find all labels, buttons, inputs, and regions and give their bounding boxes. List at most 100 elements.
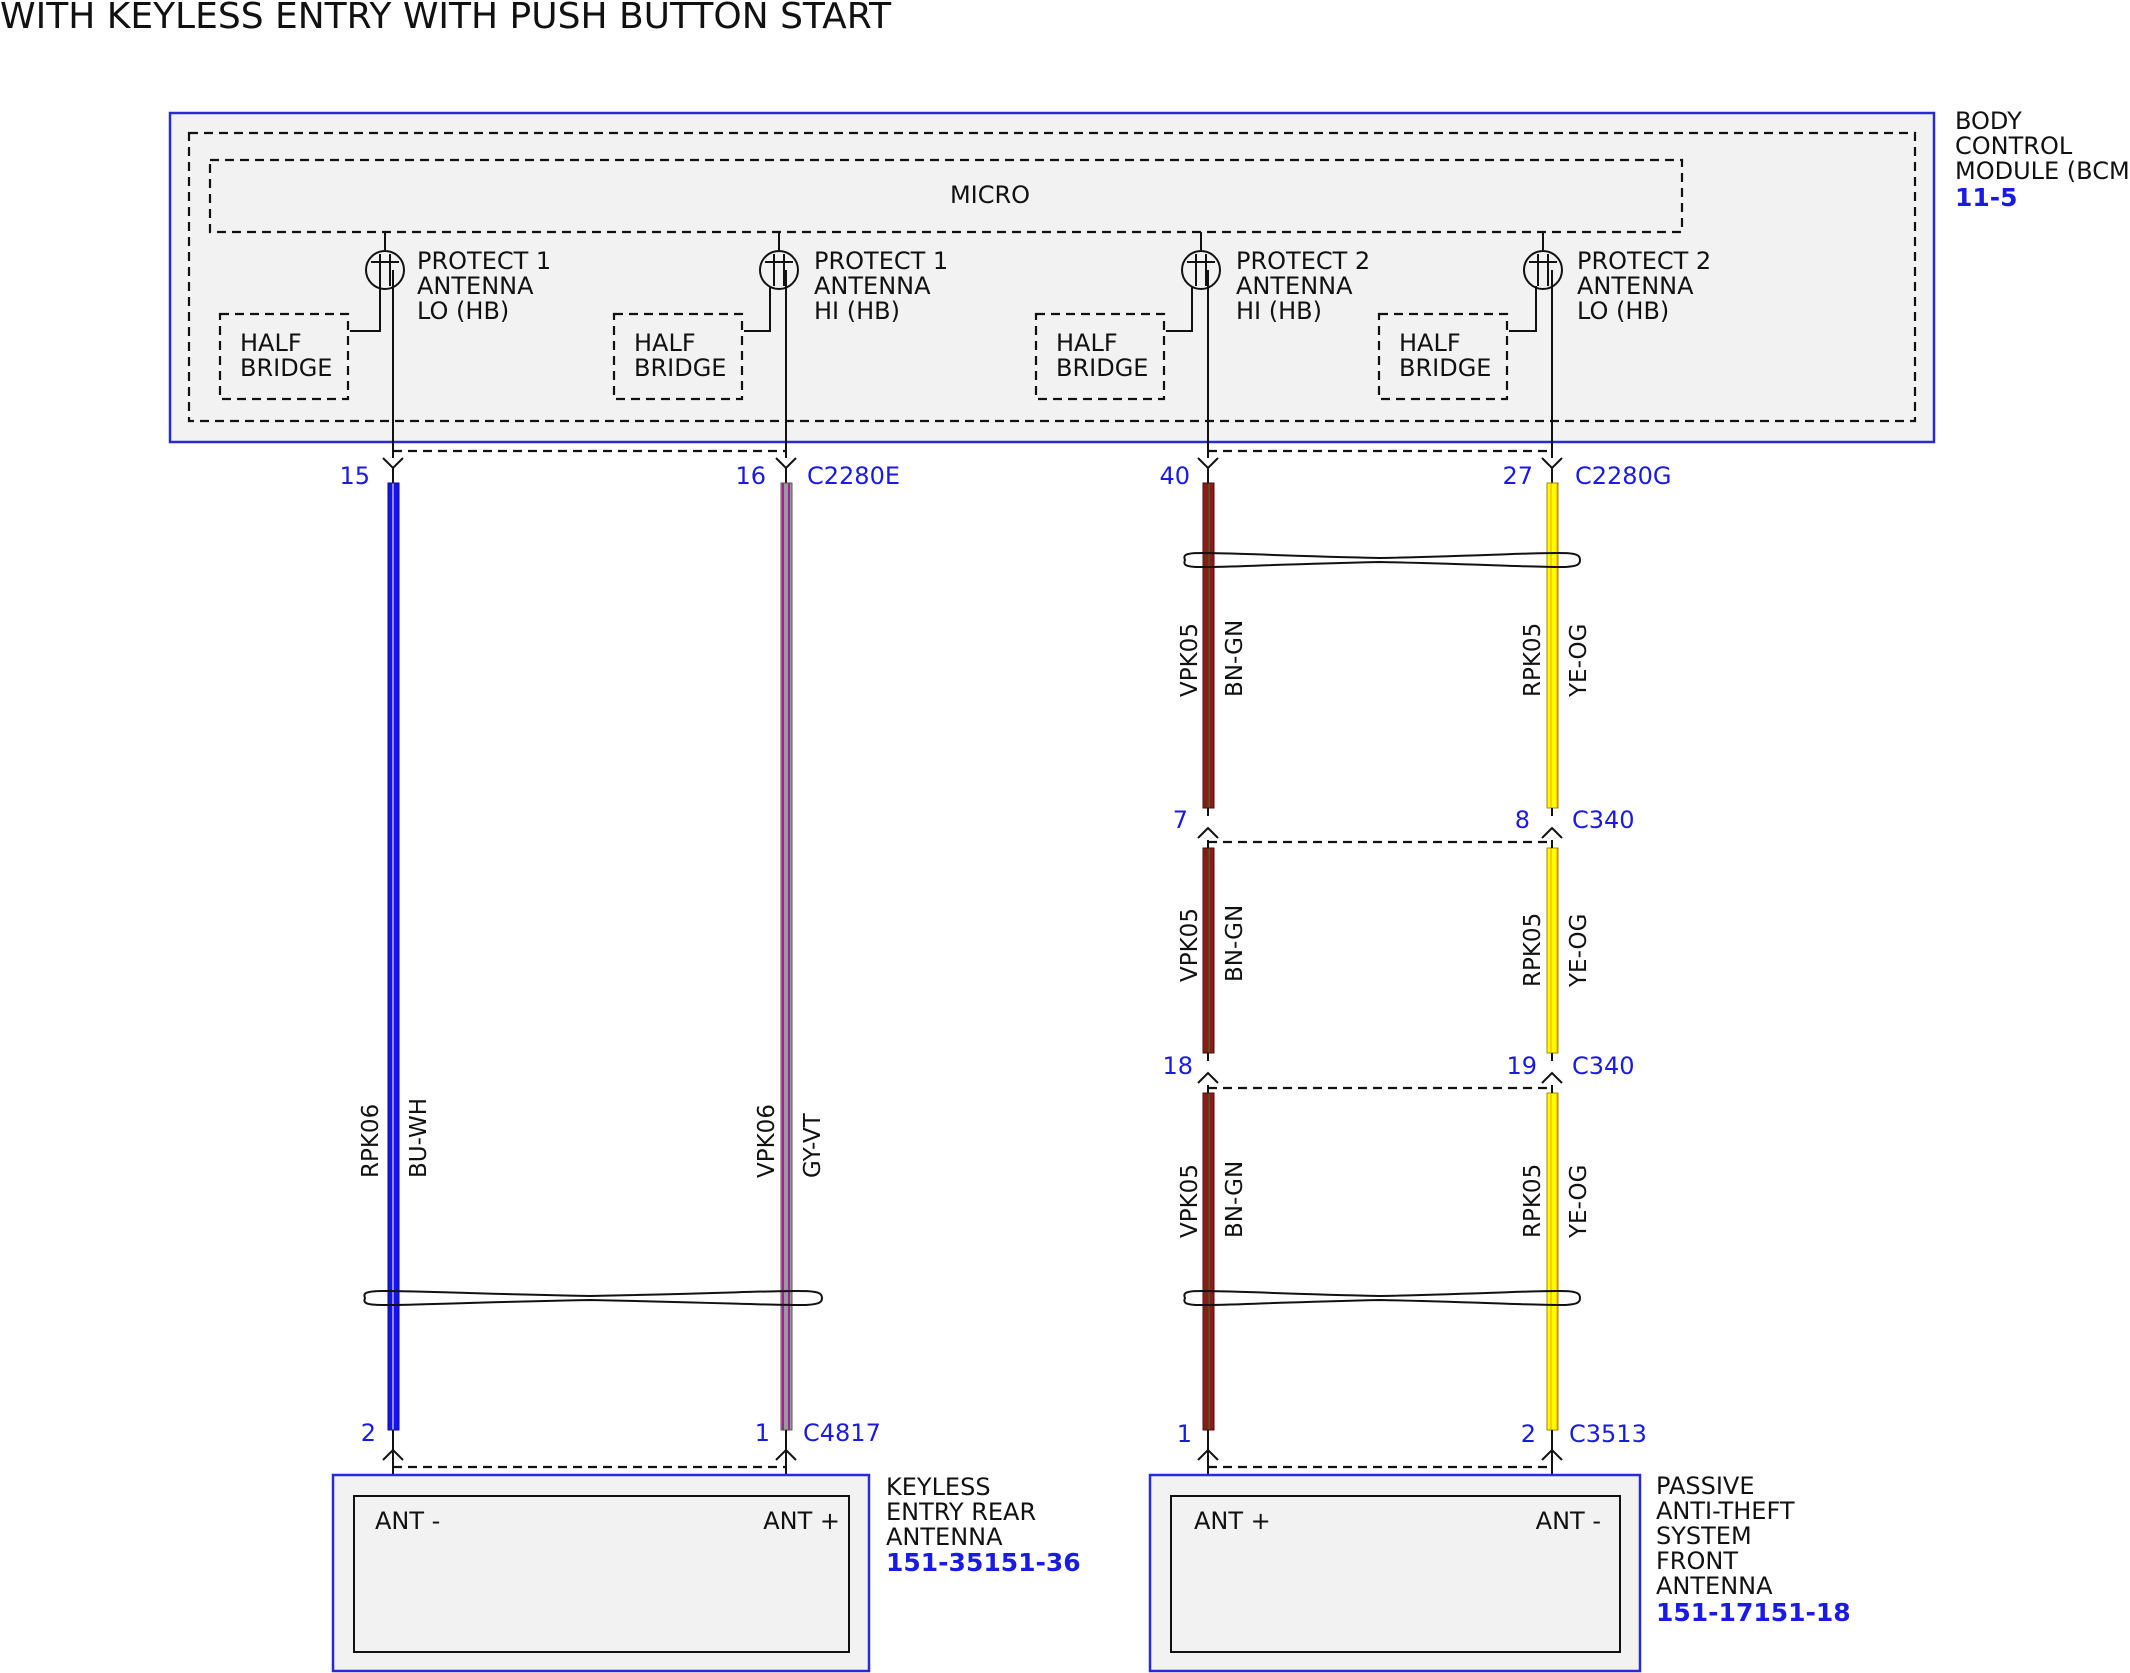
- bcm-output-1: HALF BRIDGE PROTECT 1 ANTENNA LO (HB): [218, 232, 551, 458]
- bcm-outline: [168, 111, 1936, 444]
- wire-segment: [780, 482, 793, 1431]
- pin-27: 27: [1502, 462, 1533, 490]
- pats-name-1: PASSIVE: [1656, 1472, 1754, 1500]
- bcm-name-3: MODULE (BCM): [1955, 157, 2130, 185]
- pats-name-3: SYSTEM: [1656, 1522, 1752, 1550]
- wire-segment: [1546, 482, 1559, 809]
- keyless-entry-rear-antenna: ANT - ANT + KEYLESS ENTRY REAR ANTENNA 1…: [331, 1473, 1081, 1673]
- pats-front-antenna: ANT + ANT - PASSIVE ANTI-THEFT SYSTEM FR…: [1148, 1472, 1851, 1673]
- wire-color-code: GY-VT: [800, 1112, 826, 1178]
- wire-segment: [387, 482, 400, 1431]
- wire-circuit: VPK05: [1177, 623, 1203, 697]
- half-bridge-1: [218, 312, 350, 401]
- pin-1: 1: [755, 1419, 770, 1447]
- output-3-l2: ANTENNA: [1236, 272, 1353, 300]
- output-1-l3: LO (HB): [417, 297, 509, 325]
- wire-circuit: RPK05: [1520, 1164, 1546, 1238]
- protect-symbol: [759, 250, 799, 290]
- micro-label: MICRO: [950, 181, 1030, 209]
- pin-2: 2: [361, 1419, 376, 1447]
- connector-c2280g: 40 27 C2280G: [1159, 449, 1671, 490]
- pin-8: 8: [1515, 806, 1530, 834]
- wire-color-code: YE-OG: [1566, 624, 1592, 698]
- output-2-l2: ANTENNA: [814, 272, 931, 300]
- connector-c340-b-label: C340: [1572, 1052, 1635, 1080]
- wire-segment: [1202, 482, 1215, 809]
- connector-c2280e-label: C2280E: [807, 462, 900, 490]
- wire-color-code: BU-WH: [406, 1098, 432, 1178]
- wire-rpk06-bu-wh: RPK06 BU-WH: [358, 468, 432, 1431]
- half-bridge-4-l2: BRIDGE: [1399, 354, 1491, 382]
- pin-19: 19: [1506, 1052, 1537, 1080]
- pats-name-2: ANTI-THEFT: [1656, 1497, 1795, 1525]
- connector-c3513: 1 2 C3513: [1177, 1420, 1647, 1496]
- half-bridge-2-l1: HALF: [634, 329, 696, 357]
- wire-segment: [1546, 847, 1559, 1054]
- output-2-l3: HI (HB): [814, 297, 900, 325]
- wire-color-code: YE-OG: [1566, 914, 1592, 988]
- keyless-name-2: ENTRY REAR: [886, 1498, 1036, 1526]
- pats-ref: 151-17151-18: [1656, 1598, 1851, 1627]
- pin-15: 15: [339, 462, 370, 490]
- keyless-inner: [353, 1495, 850, 1653]
- half-bridge-2: [612, 312, 744, 401]
- bcm-output-3: HALF BRIDGE PROTECT 2 ANTENNA HI (HB): [1034, 232, 1370, 458]
- half-bridge-1-l2: BRIDGE: [240, 354, 332, 382]
- connector-c4817: 2 1 C4817: [361, 1419, 881, 1496]
- output-1-l2: ANTENNA: [417, 272, 534, 300]
- twisted-pair-symbol: [1183, 1289, 1582, 1307]
- pats-name-5: ANTENNA: [1656, 1572, 1773, 1600]
- wire-segment: [1202, 1092, 1215, 1431]
- connector-c340-a: 7 8 C340: [1173, 806, 1635, 848]
- keyless-pin-left: ANT -: [375, 1507, 440, 1535]
- wire-circuit: RPK05: [1520, 913, 1546, 987]
- wire-rpk05-ye-og: RPK05 YE-OG RPK05 YE-OG RPK05 YE-OG: [1520, 468, 1592, 1431]
- wire-circuit: RPK05: [1520, 623, 1546, 697]
- pats-pin-right: ANT -: [1536, 1507, 1601, 1535]
- bcm-ref: 11-5: [1955, 183, 2018, 212]
- pats-pin-left: ANT +: [1194, 1507, 1271, 1535]
- pin-1: 1: [1177, 1420, 1192, 1448]
- protect-symbol: [1523, 250, 1563, 290]
- bcm-inner-dashed: [187, 131, 1917, 423]
- bcm-name-1: BODY: [1955, 107, 2022, 135]
- wire-segment: [1546, 1092, 1559, 1431]
- pin-16: 16: [735, 462, 766, 490]
- bcm-output-4: HALF BRIDGE PROTECT 2 ANTENNA LO (HB): [1377, 232, 1711, 458]
- twisted-pair-symbol: [363, 1289, 824, 1307]
- wire-circuit: VPK05: [1177, 908, 1203, 982]
- output-3-l3: HI (HB): [1236, 297, 1322, 325]
- wire-color-code: YE-OG: [1566, 1165, 1592, 1239]
- pats-name-4: FRONT: [1656, 1547, 1738, 1575]
- micro-box: [208, 158, 1684, 234]
- keyless-pin-right: ANT +: [763, 1507, 840, 1535]
- output-4-l2: ANTENNA: [1577, 272, 1694, 300]
- wire-color-code: BN-GN: [1222, 1161, 1248, 1238]
- keyless-name-3: ANTENNA: [886, 1523, 1003, 1551]
- pin-7: 7: [1173, 806, 1188, 834]
- keyless-ref: 151-35151-36: [886, 1548, 1081, 1577]
- half-bridge-1-l1: HALF: [240, 329, 302, 357]
- wire-circuit: VPK05: [1177, 1164, 1203, 1238]
- wire-circuit: RPK06: [358, 1104, 384, 1178]
- wire-vpk06-gy-vt: VPK06 GY-VT: [754, 468, 826, 1431]
- bcm-output-2: HALF BRIDGE PROTECT 1 ANTENNA HI (HB): [612, 232, 948, 458]
- pats-inner: [1170, 1495, 1621, 1653]
- pin-18: 18: [1162, 1052, 1193, 1080]
- wire-vpk05-bn-gn: VPK05 BN-GN VPK05 BN-GN VPK05 BN-GN: [1177, 468, 1248, 1431]
- wire-color-code: BN-GN: [1222, 905, 1248, 982]
- bcm-module: MICRO BODY CONTROL MODULE (BCM) 11-5: [168, 107, 2130, 444]
- output-1-l1: PROTECT 1: [417, 247, 551, 275]
- output-2-l1: PROTECT 1: [814, 247, 948, 275]
- bcm-name-2: CONTROL: [1955, 132, 2073, 160]
- pin-40: 40: [1159, 462, 1190, 490]
- connector-c340-a-label: C340: [1572, 806, 1635, 834]
- connector-c4817-label: C4817: [803, 1419, 881, 1447]
- output-4-l3: LO (HB): [1577, 297, 1669, 325]
- half-bridge-4-l1: HALF: [1399, 329, 1461, 357]
- half-bridge-3-l1: HALF: [1056, 329, 1118, 357]
- wire-circuit: VPK06: [754, 1104, 780, 1178]
- connector-c2280g-label: C2280G: [1575, 462, 1671, 490]
- wire-color-code: BN-GN: [1222, 620, 1248, 697]
